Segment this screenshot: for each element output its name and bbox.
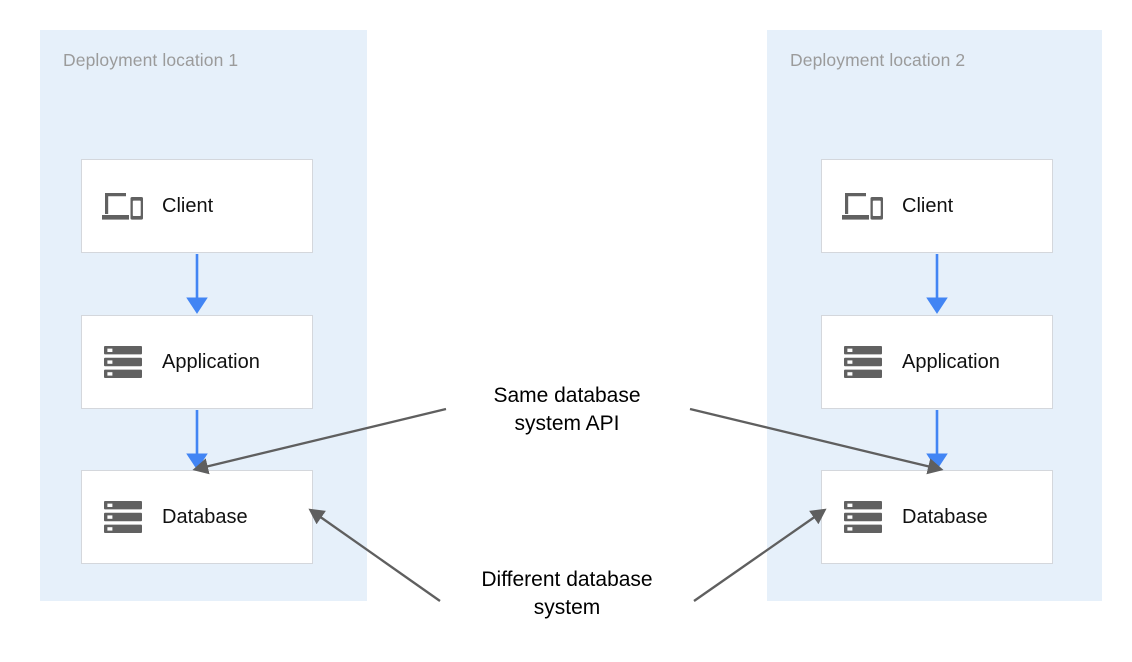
node-client-1[interactable]: Client bbox=[81, 159, 313, 253]
annotation-same-database-system-api: Same database system API bbox=[493, 384, 641, 435]
devices-icon bbox=[840, 186, 886, 226]
node-label: Database bbox=[162, 505, 248, 528]
panel-title-1: Deployment location 1 bbox=[63, 50, 239, 70]
panel-title-2: Deployment location 2 bbox=[790, 50, 966, 70]
annotation-different-database-system: Different database system bbox=[481, 568, 653, 619]
server-stack-icon bbox=[100, 342, 146, 382]
server-stack-icon bbox=[840, 342, 886, 382]
devices-icon bbox=[100, 186, 146, 226]
node-application-2[interactable]: Application bbox=[821, 315, 1053, 409]
node-label: Client bbox=[902, 194, 954, 217]
node-label: Application bbox=[162, 350, 260, 373]
server-stack-icon bbox=[100, 497, 146, 537]
node-database-2[interactable]: Database bbox=[821, 470, 1053, 564]
node-label: Application bbox=[902, 350, 1000, 373]
node-client-2[interactable]: Client bbox=[821, 159, 1053, 253]
server-stack-icon bbox=[840, 497, 886, 537]
node-label: Database bbox=[902, 505, 988, 528]
node-database-1[interactable]: Database bbox=[81, 470, 313, 564]
node-application-1[interactable]: Application bbox=[81, 315, 313, 409]
node-label: Client bbox=[162, 194, 214, 217]
